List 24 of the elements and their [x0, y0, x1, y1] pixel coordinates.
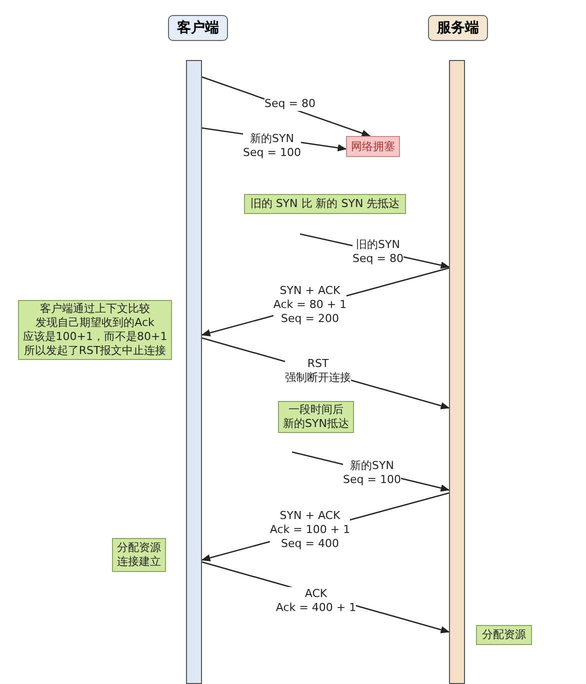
participant-box: [428, 15, 488, 41]
edge-label: RST 强制断开连接: [285, 357, 351, 385]
note-box: [278, 401, 354, 433]
note-text: 一段时间后新的SYN抵达: [283, 403, 349, 431]
note-box: [244, 194, 406, 214]
note-text: 分配资源: [482, 628, 526, 642]
note-text: 分配资源连接建立: [117, 541, 161, 569]
participant-name: 服务端: [437, 19, 479, 37]
note-text: 网络拥塞: [351, 140, 395, 154]
note-text: 客户端通过上下文比较发现自己期望收到的Ack应该是100+1，而不是80+1所以发起了RST报文中止连接: [22, 302, 168, 358]
note-box: [346, 136, 400, 157]
lifeline-bar: [186, 60, 202, 684]
note-box: [476, 625, 532, 645]
note-box: [112, 538, 166, 572]
edge-label: 新的SYN Seq = 100: [243, 132, 301, 160]
edge-label: Seq = 80: [264, 97, 316, 111]
participant-name: 客户端: [177, 19, 219, 37]
edge-label: 新的SYN Seq = 100: [343, 459, 401, 487]
note-text: 旧的 SYN 比 新的 SYN 先抵达: [250, 197, 400, 211]
edge-label: SYN + ACK Ack = 100 + 1 Seq = 400: [270, 509, 350, 551]
lifeline-bar: [449, 60, 465, 684]
edge-label: SYN + ACK Ack = 80 + 1 Seq = 200: [273, 284, 347, 326]
edge-label: 旧的SYN Seq = 80: [352, 238, 404, 266]
participant-box: [168, 15, 228, 41]
